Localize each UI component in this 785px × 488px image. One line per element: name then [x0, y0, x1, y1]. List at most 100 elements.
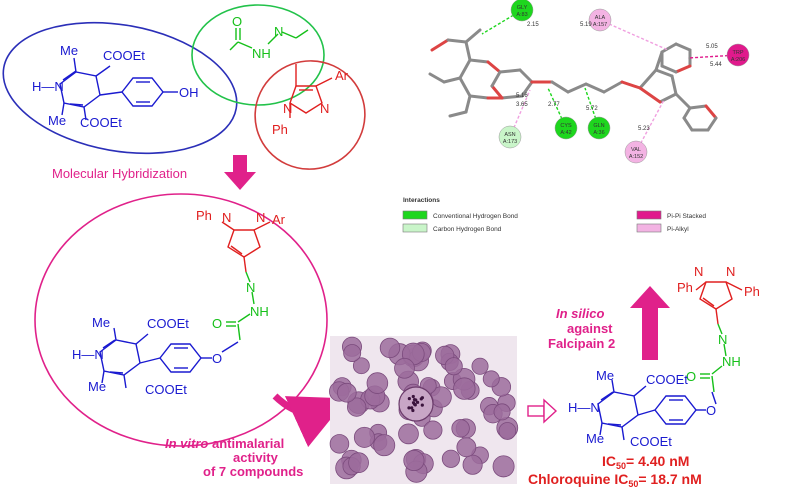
residue-name: TRP: [733, 50, 744, 56]
in-silico-line1: In silico: [556, 306, 604, 321]
ligand-bond: [458, 58, 472, 80]
legend-swatch: [402, 223, 428, 233]
ligand-bond: [448, 110, 468, 118]
blood-smear-image: [329, 336, 519, 484]
best-o: O: [686, 369, 696, 384]
legend-label: Pi-Pi Stacked: [667, 213, 706, 220]
parasite-dot: [420, 396, 425, 400]
best-ph1: Ph: [677, 280, 693, 295]
red-blood-cell: [343, 344, 362, 362]
red-blood-cell: [441, 449, 461, 468]
legend-swatch: [636, 210, 662, 220]
residue-name: GLY: [517, 5, 528, 11]
distance-label: 5.19: [580, 22, 592, 28]
red-blood-cell: [423, 420, 443, 440]
hybrid-dhp-ring: [99, 327, 239, 389]
distance-label: 2.15: [527, 22, 539, 28]
red-blood-cell: [462, 454, 483, 475]
residue-name: GLN: [593, 123, 604, 129]
hybrid-hz-nh: NH: [250, 304, 269, 319]
residue-num: A:173: [503, 139, 517, 145]
residue-name: ASN: [504, 132, 515, 138]
red-blood-cell: [394, 357, 415, 379]
ligand-bond: [660, 64, 678, 74]
distance-label: 5.72: [586, 106, 598, 112]
red-blood-cell: [329, 434, 350, 454]
best-me-top: Me: [596, 368, 614, 383]
hybrid-ar: Ar: [272, 212, 286, 227]
red-blood-cell: [498, 422, 517, 440]
legend-label: Carbon Hydrogen Bond: [433, 226, 502, 233]
ligand-bond: [638, 86, 662, 104]
result-arrow: [527, 398, 558, 424]
dhp-ellipse: [2, 21, 238, 155]
residue-asn: [498, 125, 522, 149]
in-vitro-arrow: [272, 393, 348, 448]
lead-nh: H—N: [32, 79, 64, 94]
best-compound: Ph N N Ph N NH O: [528, 264, 760, 488]
residue-cys: [554, 116, 578, 140]
legend-swatch: [402, 210, 428, 220]
parasite-dot: [412, 397, 417, 402]
residue-num: A:36: [593, 130, 604, 136]
residue-num: A:206: [731, 57, 745, 63]
ligand-bond: [430, 38, 450, 52]
ligand-bond: [428, 72, 446, 84]
hybrid-structure: Ph N N Ar N NH O: [34, 193, 328, 447]
ligand-bond: [464, 94, 472, 114]
lead-cooet-top: COOEt: [103, 48, 145, 63]
hybrid-cooet-top: COOEt: [147, 316, 189, 331]
distance-label: 5.44: [710, 62, 722, 68]
legend-title: Interactions: [403, 197, 440, 204]
red-blood-cell: [482, 370, 500, 388]
hybrid-ether-o: O: [212, 351, 222, 366]
distance-label: 5.23: [638, 126, 650, 132]
residue-val: [624, 140, 648, 164]
best-n1: N: [694, 264, 703, 279]
interaction-line: [687, 54, 739, 59]
dhp-ring: [59, 57, 123, 121]
ligand-bond: [468, 58, 490, 64]
distance-label: 5.16: [516, 93, 528, 99]
ligand-bond: [638, 68, 658, 90]
ligand-bond: [704, 104, 718, 120]
ligand-bond: [670, 74, 678, 96]
in-silico-line2: against: [567, 321, 613, 336]
red-blood-cell: [403, 449, 425, 472]
ligand-bond: [486, 60, 502, 74]
red-blood-cell: [352, 357, 370, 375]
ligand-bond: [518, 68, 534, 84]
in-vitro-line2: activity: [233, 450, 279, 465]
hybrid-n1: N: [222, 210, 231, 225]
parasite-dot: [407, 397, 411, 401]
lead-pz-n2: N: [320, 101, 329, 116]
lead-hydrazone-bonds: [229, 28, 309, 51]
ligand-bond: [446, 38, 468, 44]
lead-oh: OH: [179, 85, 199, 100]
best-dhp-ring: [597, 379, 717, 441]
ligand-bond: [520, 80, 534, 98]
ligand-bond: [566, 82, 588, 94]
ligand-bond: [584, 82, 606, 94]
ligand-bond: [490, 84, 504, 100]
lead-pz-ar: Ar: [335, 68, 349, 83]
lead-hz-n: N: [274, 24, 283, 39]
lead-pz-n1: N: [283, 101, 292, 116]
best-nh: H—N: [568, 400, 600, 415]
red-blood-cell: [398, 423, 419, 445]
best-ether-o: O: [706, 403, 716, 418]
best-hz-nh: NH: [722, 354, 741, 369]
red-blood-cell: [451, 419, 470, 438]
residue-name: ALA: [595, 15, 606, 21]
residue-num: A:152: [629, 154, 643, 160]
hybrid-hydrazone-bonds: [226, 271, 255, 341]
pyrazole-ellipse: [254, 60, 366, 170]
distance-label: 3.65: [516, 102, 528, 108]
ligand-bond: [682, 116, 694, 132]
ligand-bond: [498, 68, 522, 74]
hybridization-label: Molecular Hybridization: [52, 166, 187, 181]
in-silico-line3: Falcipain 2: [548, 336, 615, 351]
ligand-bond: [620, 80, 642, 90]
residue-name: VAL: [631, 147, 641, 153]
